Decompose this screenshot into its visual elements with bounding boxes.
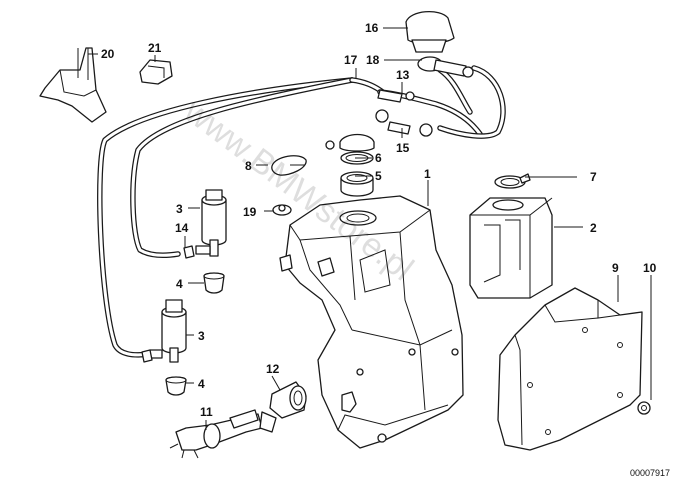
callout-12: 12	[266, 362, 280, 376]
callout-5: 5	[375, 169, 382, 183]
callout-20: 20	[101, 47, 115, 61]
callout-6: 6	[375, 151, 382, 165]
filler-parts	[271, 133, 375, 216]
callout-1: 1	[424, 167, 431, 181]
callout-14: 14	[175, 221, 189, 235]
callout-8: 8	[245, 159, 252, 173]
callout-19: 19	[243, 205, 257, 219]
hose-clip	[139, 59, 173, 85]
callout-21: 21	[148, 41, 162, 55]
sensor-grommet	[269, 381, 307, 419]
callout-10: 10	[643, 261, 657, 275]
callout-4-upper: 4	[176, 277, 183, 291]
callout-9: 9	[612, 261, 619, 275]
callout-3-lower: 3	[198, 329, 205, 343]
callout-17: 17	[344, 53, 358, 67]
level-sensor	[169, 409, 277, 459]
callout-15: 15	[396, 141, 410, 155]
callout-13: 13	[396, 68, 410, 82]
cover-panel	[497, 287, 651, 451]
callout-18: 18	[366, 53, 380, 67]
hose-connectors	[375, 89, 433, 137]
callout-11: 11	[200, 405, 213, 419]
callout-4-lower: 4	[198, 377, 205, 391]
callout-7: 7	[590, 170, 597, 184]
callout-labels: 16 18 17 13 15 1 8 6 5 7 2 9 10 19 3 14 …	[101, 21, 657, 419]
leader-lines	[88, 27, 652, 430]
reservoir-main	[279, 195, 464, 449]
reservoir-secondary	[469, 173, 553, 299]
pump-lower	[141, 299, 187, 396]
washer-nozzle	[405, 11, 474, 78]
bracket-holder	[39, 47, 107, 123]
callout-16: 16	[365, 21, 379, 35]
hose-lines	[97, 65, 506, 358]
callout-2: 2	[590, 221, 597, 235]
pump-upper	[183, 189, 227, 294]
diagram-code: 00007917	[630, 468, 670, 478]
callout-3-upper: 3	[176, 202, 183, 216]
